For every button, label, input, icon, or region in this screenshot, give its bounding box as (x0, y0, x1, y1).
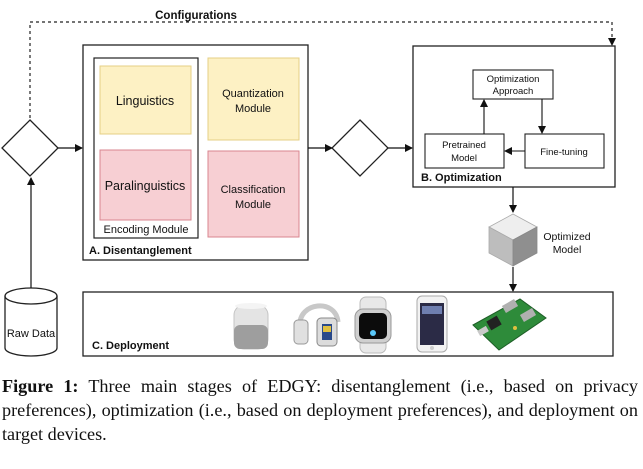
paralinguistics-label: Paralinguistics (105, 179, 186, 193)
raw-data-label: Raw Data (7, 328, 56, 340)
optimized-model-line1: Optimized (543, 231, 590, 243)
raw-data-cylinder (4, 287, 58, 357)
pretrained-model-line1: Pretrained (442, 140, 486, 151)
smartphone-icon (416, 295, 448, 353)
quantization-module-box (207, 57, 300, 141)
input-decision-diamond (1, 119, 59, 177)
single-board-computer-icon (472, 298, 547, 351)
optimized-model-cube-icon (488, 213, 538, 267)
optimization-approach-box (472, 69, 554, 100)
smartwatch-icon (354, 296, 392, 354)
linguistics-box (99, 65, 192, 135)
optimized-model-line2: Model (553, 244, 582, 256)
headphones-icon (293, 303, 341, 347)
optimization-approach-line1: Optimization (487, 74, 540, 85)
disentanglement-title: A. Disentanglement (89, 245, 192, 257)
smart-speaker-icon (233, 303, 269, 350)
fine-tuning-box (524, 133, 605, 169)
classification-label-line1: Classification (221, 184, 286, 196)
optimization-approach-line2: Approach (493, 86, 534, 97)
pretrained-model-line2: Model (451, 153, 477, 164)
quantization-label-line1: Quantization (222, 88, 284, 100)
config-decision-diamond (331, 119, 389, 177)
fine-tuning-label: Fine-tuning (540, 147, 588, 158)
quantization-label-line2: Module (235, 103, 271, 115)
deployment-title: C. Deployment (92, 340, 169, 352)
optimization-title: B. Optimization (421, 172, 502, 184)
linguistics-label: Linguistics (116, 94, 174, 108)
paralinguistics-box (99, 149, 192, 221)
configurations-dashed-line (29, 21, 616, 118)
caption-label: Figure 1: (2, 376, 79, 396)
classification-module-box (207, 150, 300, 238)
caption-text: Three main stages of EDGY: disentangleme… (2, 376, 639, 444)
configurations-label: Configurations (155, 10, 237, 22)
figure-caption: Figure 1: Three main stages of EDGY: dis… (2, 374, 638, 446)
classification-label-line2: Module (235, 199, 271, 211)
encoding-module-label: Encoding Module (103, 224, 188, 236)
